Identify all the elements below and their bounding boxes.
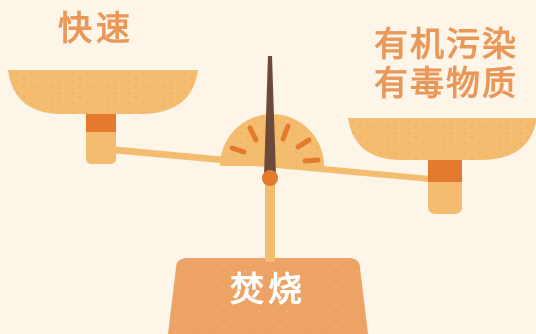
base-label: 焚烧: [230, 270, 306, 310]
right-pan-label-line-1: 有机污染: [374, 25, 518, 65]
left-pan-label: 快速: [58, 9, 134, 49]
needle-pivot: [262, 170, 278, 186]
right-pan-label: 有机污染 有毒物质: [374, 25, 518, 105]
scale-post: [265, 176, 275, 262]
right-pan-stem: [428, 182, 462, 214]
left-pan-stem-top: [86, 112, 116, 132]
right-pan-stem-top: [428, 160, 462, 182]
left-pan-stem: [86, 132, 116, 164]
right-pan-label-line-2: 有毒物质: [374, 64, 518, 105]
gauge-ticks: [229, 123, 321, 164]
scale-needle: [264, 56, 276, 176]
